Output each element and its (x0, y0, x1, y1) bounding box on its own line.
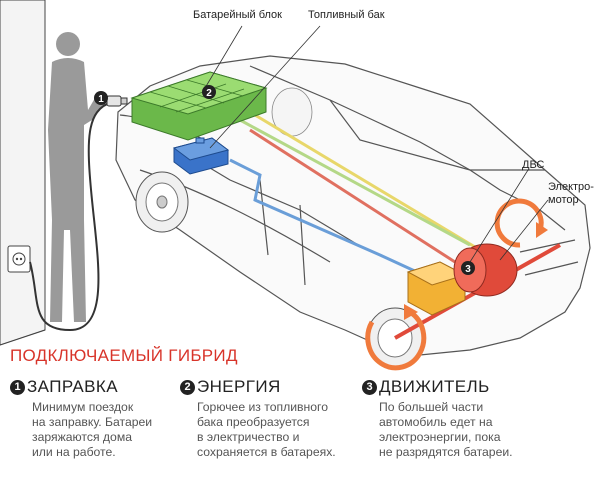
motor-label-line2: мотор (548, 193, 579, 206)
step-title: ЗАПРАВКА (27, 377, 118, 396)
rear-wheel (135, 171, 189, 233)
step-energy: 2 ЭНЕРГИЯ Горючее из топливного бака пре… (180, 377, 336, 460)
motor-label: Электро- мотор (548, 181, 594, 206)
marker-2: 2 (202, 85, 216, 99)
step-description: Горючее из топливного бака преобразуется… (197, 400, 336, 459)
leader-lines (204, 25, 549, 263)
step-number: 2 (180, 379, 195, 395)
step-propulsion: 3 ДВИЖИТЕЛЬ По большей части автомобиль … (362, 377, 513, 460)
motor-label-line1: Электро- (548, 181, 594, 193)
charging-cable (29, 101, 113, 332)
svg-text:3: 3 (465, 264, 471, 275)
wall (0, 0, 46, 346)
wall-socket-icon (7, 245, 31, 273)
svg-text:2: 2 (206, 88, 212, 99)
step-title: ДВИЖИТЕЛЬ (379, 377, 490, 396)
step-description: Минимум поездок на заправку. Батареи зар… (32, 400, 153, 459)
svg-text:1: 1 (98, 94, 104, 105)
step-refueling: 1 ЗАПРАВКА Минимум поездок на заправку. … (10, 377, 152, 460)
plug-connector-icon (106, 95, 128, 107)
energy-flow-lines (229, 113, 481, 280)
step-title: ЭНЕРГИЯ (197, 377, 281, 396)
diagram-title: ПОДКЛЮЧАЕМЫЙ ГИБРИД (10, 346, 238, 365)
step-number: 3 (362, 379, 377, 395)
rotation-arrowhead (536, 222, 548, 238)
step-description: По большей части автомобиль едет на элек… (379, 400, 513, 459)
fuel-tank-label: Топливный бак (308, 9, 385, 21)
person-silhouette (48, 32, 108, 322)
marker-1: 1 (94, 91, 108, 105)
combustion-engine (406, 261, 467, 316)
rotation-arrowhead (404, 304, 418, 320)
step-number: 1 (10, 379, 25, 395)
engine-label: ДВС (522, 159, 545, 171)
marker-3: 3 (461, 261, 475, 275)
battery-label: Батарейный блок (193, 9, 282, 21)
